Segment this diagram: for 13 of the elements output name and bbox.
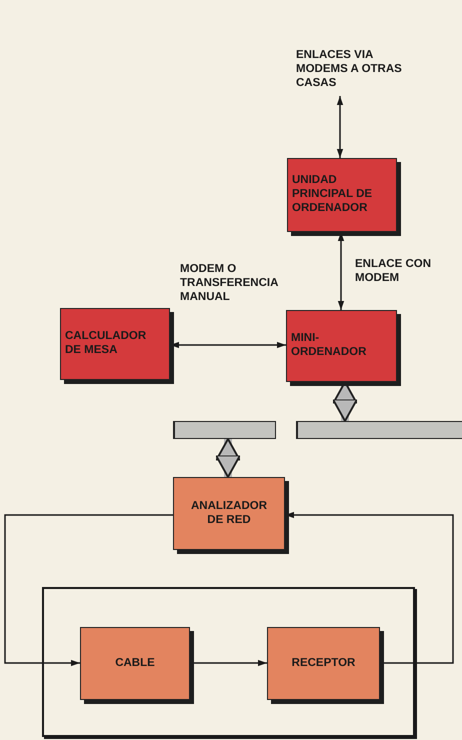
bus-bar [173,421,276,439]
box-label: CABLE [115,656,155,670]
bus-bar [296,421,462,439]
arrow [4,514,173,666]
enclosure-box [42,587,415,737]
double-arrow [215,438,241,478]
box-label: MINI-ORDENADOR [291,332,368,360]
box-label: RECEPTOR [292,656,356,670]
box-label: ANALIZADOR DE RED [190,500,268,528]
arrow [336,96,344,158]
box-label: CALCULADOR DE MESA [65,330,148,358]
box-label: UNIDAD PRINCIPAL DE ORDENADOR [292,174,374,216]
note-text: ENLACES VIA MODEMS A OTRAS CASAS [296,49,403,91]
